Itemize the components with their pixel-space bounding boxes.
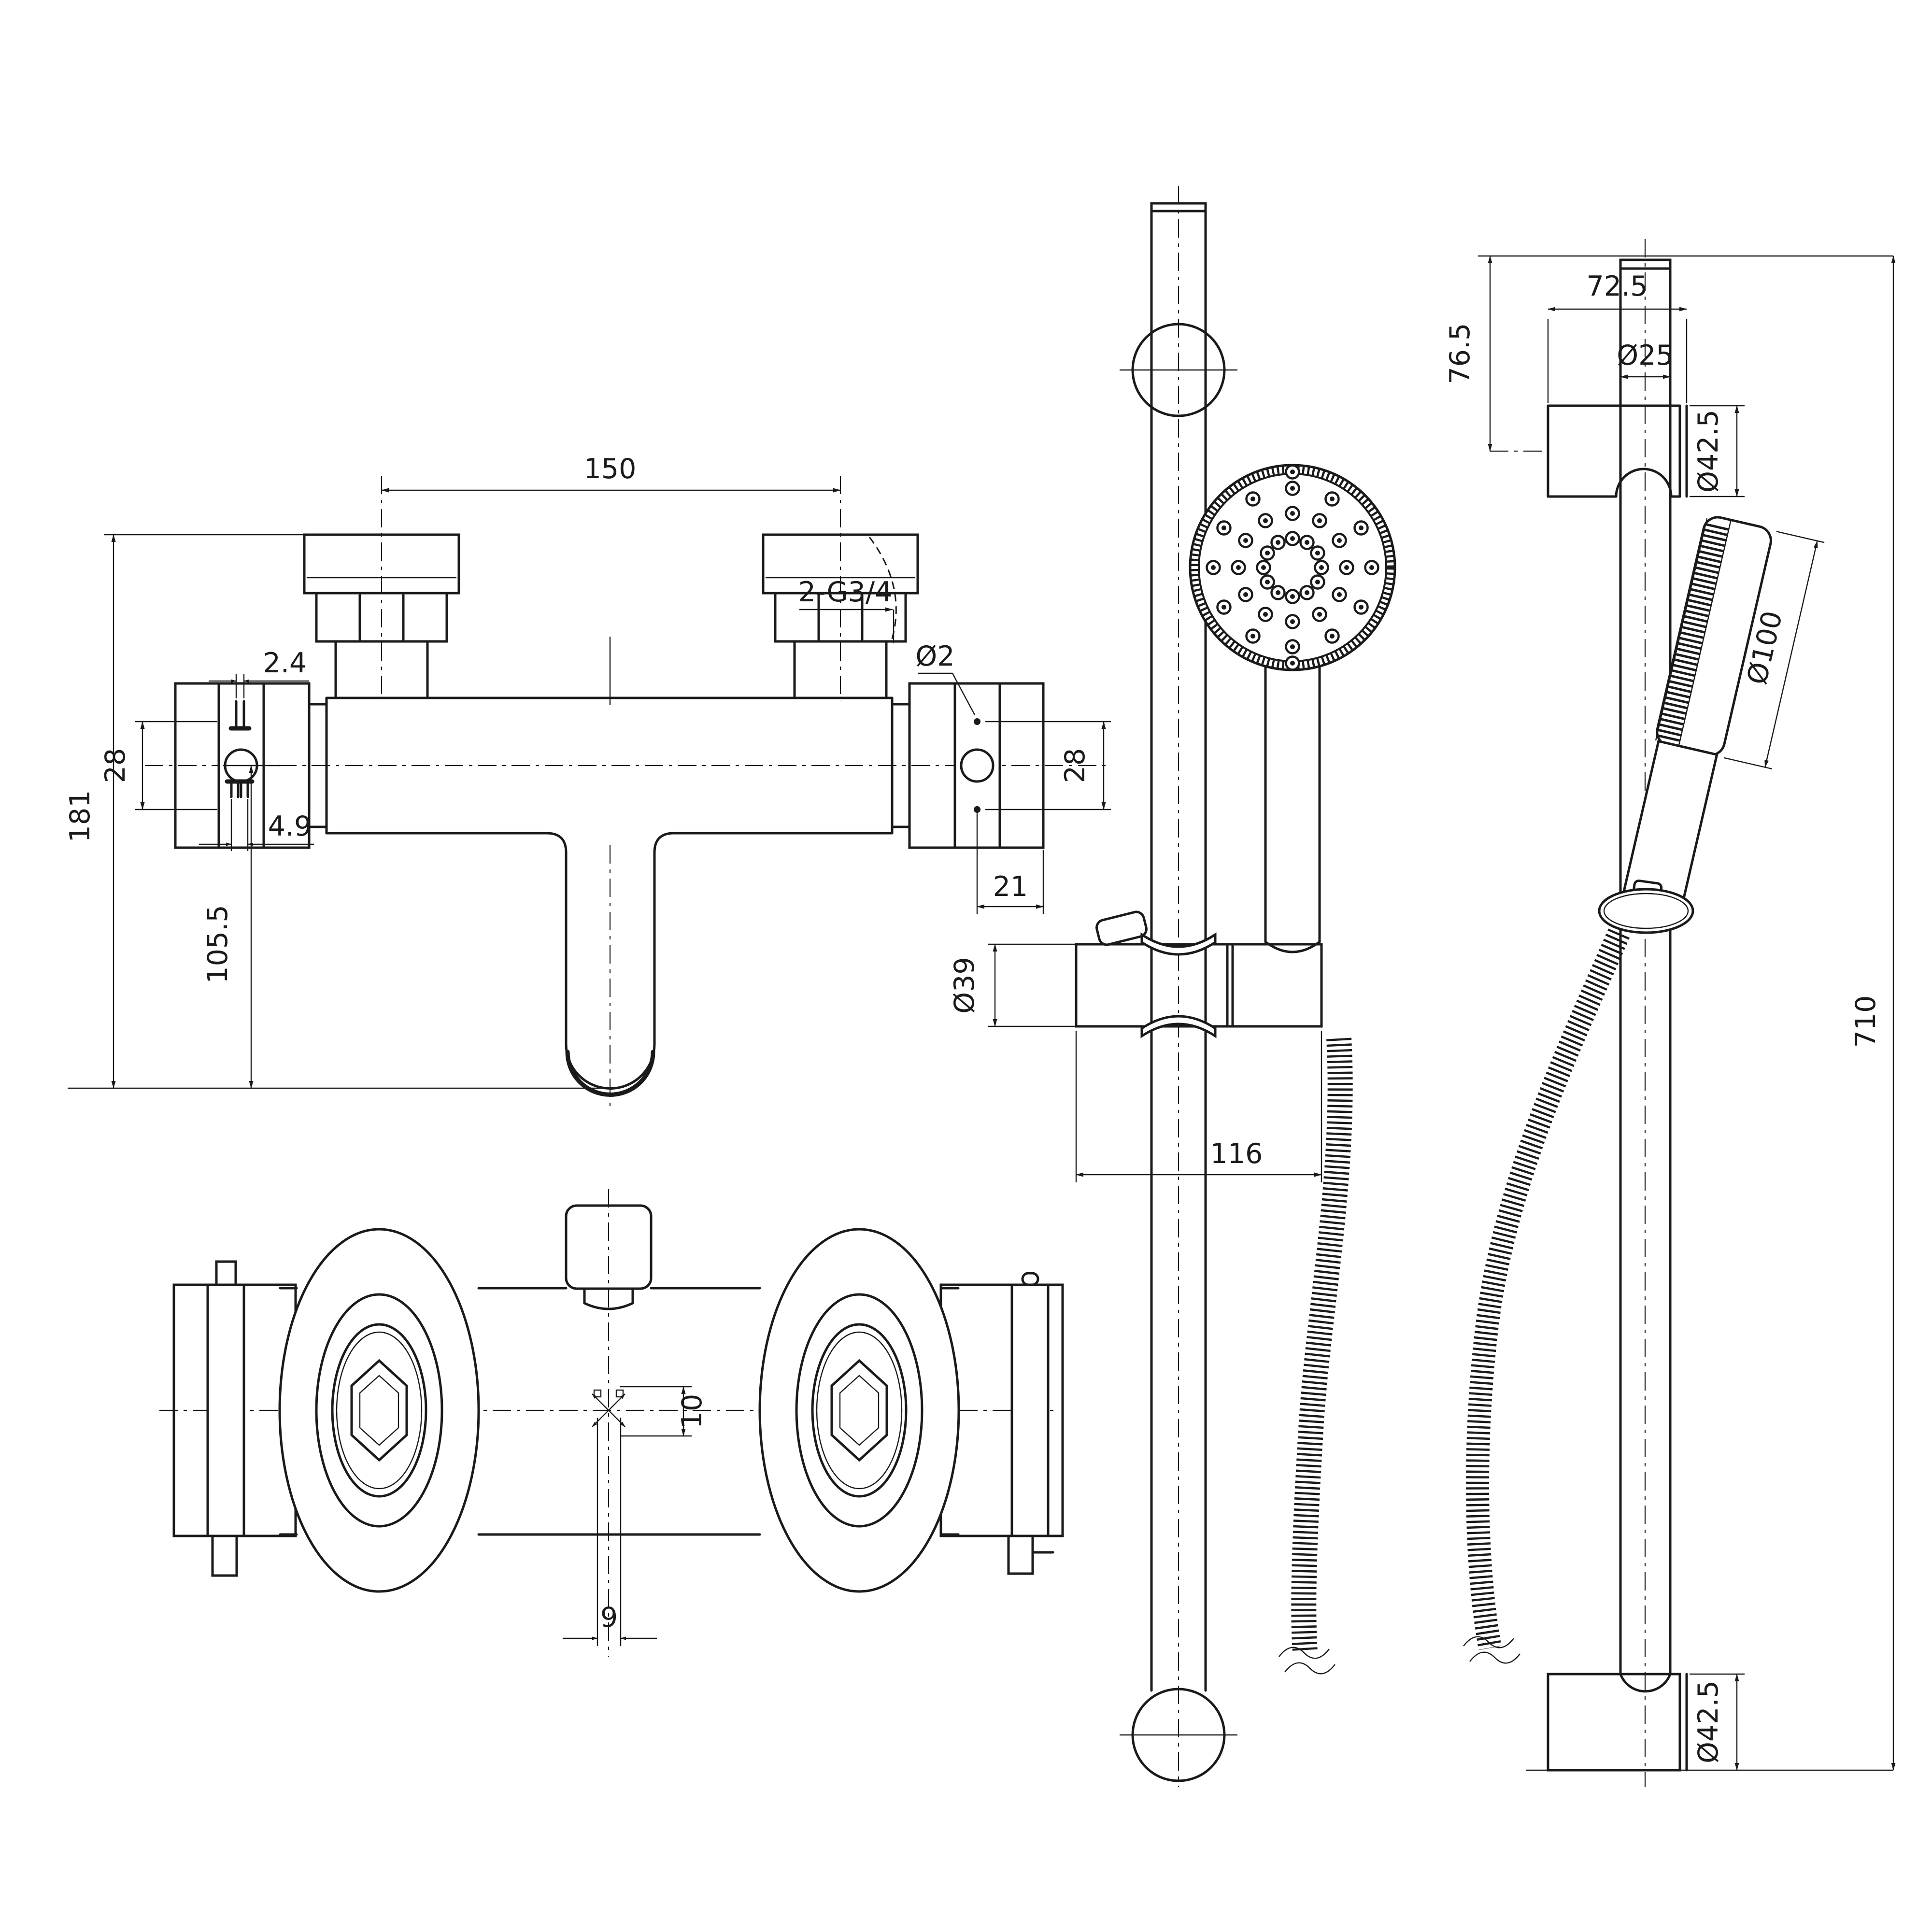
- mixer-front-view: 150 2-G3/4 2.4 28 181: [64, 453, 1111, 1111]
- dim-4-9-label: 4.9: [268, 810, 312, 842]
- left-flange-top: [278, 1228, 480, 1593]
- top-bracket-side: [1547, 404, 1688, 498]
- dim-rail-dia: Ø25: [1617, 340, 1674, 379]
- dim-bracket-reach: 72.5: [1547, 270, 1688, 403]
- spray-nozzles: [1206, 464, 1379, 671]
- dim-105-5-label: 105.5: [202, 905, 234, 983]
- dim-port-spacing: 150: [381, 453, 841, 493]
- dim-thread-spec: 2-G3/4: [798, 576, 895, 643]
- rail-side-view: Ø100 72.5 Ø25 76.5: [1444, 239, 1896, 1787]
- dim-d25-label: Ø25: [1617, 340, 1673, 371]
- dim-holder-dia: Ø39: [949, 943, 1075, 1027]
- right-end-knob-top: [939, 1272, 1064, 1575]
- right-wall-union: [762, 533, 919, 699]
- left-end-knob-top: [172, 1260, 297, 1577]
- dim-top-flange-dia: Ø42.5: [1690, 405, 1745, 497]
- dim-28-right-label: 28: [1059, 748, 1091, 783]
- dim-9-label: 9: [600, 1602, 618, 1634]
- dim-d2-label: Ø2: [915, 640, 954, 672]
- mixer-body: [308, 696, 911, 1111]
- right-flange-top: [758, 1228, 960, 1593]
- dim-21-label: 21: [993, 871, 1028, 903]
- mixer-top-view: 10 9: [159, 1189, 1064, 1657]
- dim-72-5-label: 72.5: [1587, 270, 1648, 302]
- dim-slot-width: 4.9: [199, 799, 314, 851]
- dim-holder-reach: 116: [1075, 1031, 1322, 1182]
- dim-spout-drop: 105.5: [202, 765, 280, 1089]
- dim-76-5-label: 76.5: [1444, 323, 1476, 384]
- holder-release-button: [1095, 910, 1148, 946]
- dim-d42-5-top-label: Ø42.5: [1692, 410, 1724, 493]
- dim-outlet-width: 10: [620, 1386, 708, 1437]
- dim-2-4-label: 2.4: [263, 647, 307, 679]
- dim-hole-offset: 21: [976, 813, 1044, 914]
- dim-10-label: 10: [676, 1394, 708, 1429]
- dim-thread-label: 2-G3/4: [798, 576, 893, 608]
- dim-181-label: 181: [64, 790, 96, 843]
- set-screw-top: [565, 1204, 653, 1310]
- slider-holder-front: [1075, 910, 1323, 1038]
- slider-knob-side: [1598, 879, 1694, 934]
- rail-front-view: Ø39 116: [949, 186, 1396, 1787]
- dim-pin-width: 2.4: [209, 647, 309, 698]
- dim-116-label: 116: [1210, 1138, 1263, 1170]
- dim-d42-5-bottom-label: Ø42.5: [1692, 1680, 1724, 1763]
- dim-top-bracket-drop: 76.5: [1444, 256, 1548, 452]
- right-handle: [908, 682, 1045, 849]
- dim-d39-label: Ø39: [949, 957, 980, 1013]
- dim-outlet-offset: 9: [563, 1418, 657, 1646]
- handset-head-front: [1189, 464, 1396, 671]
- shower-hose-side: [1466, 928, 1630, 1650]
- dim-28-left-label: 28: [99, 748, 131, 783]
- dim-rail-length: 710: [1850, 256, 1896, 1771]
- handset-side: Ø100: [1621, 516, 1825, 911]
- shower-hose-front: [1291, 1037, 1353, 1653]
- dim-total-height: 181: [64, 534, 612, 1089]
- bottom-bracket-side: [1547, 1673, 1688, 1772]
- dim-bottom-flange-dia: Ø42.5: [1690, 1673, 1745, 1771]
- left-wall-union: [303, 533, 460, 699]
- dim-right-hole-spacing: 28: [985, 721, 1111, 810]
- dim-710-label: 710: [1850, 995, 1882, 1048]
- dim-hole-dia: Ø2: [915, 640, 976, 715]
- handset-handle-front: [1264, 666, 1321, 953]
- dim-150-label: 150: [584, 453, 637, 485]
